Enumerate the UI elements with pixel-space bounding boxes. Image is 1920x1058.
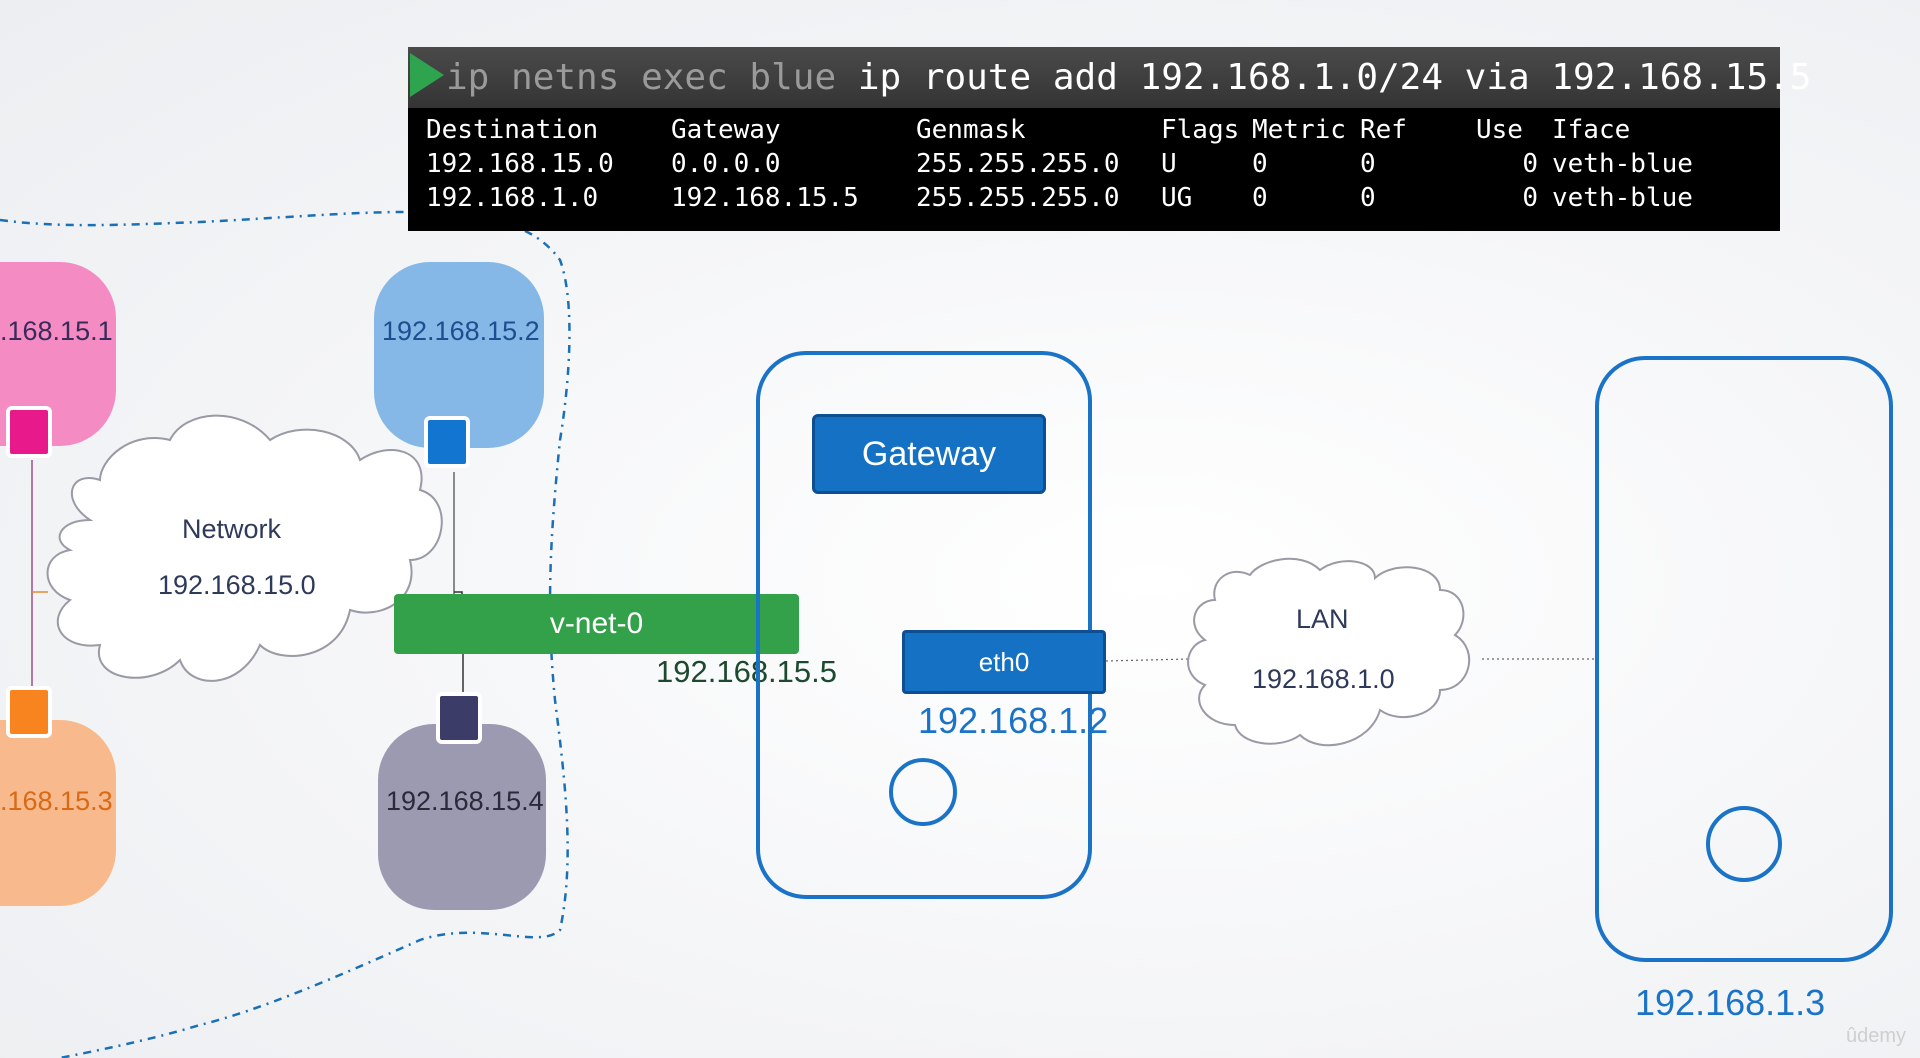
cell-ref: 0	[1360, 183, 1376, 213]
network-cloud-subnet: 192.168.15.0	[158, 570, 316, 600]
namespace-gray	[378, 724, 546, 910]
header-iface: Iface	[1552, 115, 1631, 145]
namespace-gray-ip: 192.168.15.4	[386, 786, 544, 816]
cell-flags: U	[1161, 149, 1177, 179]
port-blue	[424, 416, 470, 468]
cell-use: 0	[1522, 183, 1538, 213]
remote-host-button	[1706, 806, 1782, 882]
gateway-host	[756, 351, 1092, 899]
network-cloud-shape	[46, 414, 443, 682]
cell-destination: 192.168.15.0	[426, 149, 614, 179]
cell-flags: UG	[1161, 183, 1193, 213]
header-use: Use	[1476, 115, 1523, 145]
lan-cloud-subnet: 192.168.1.0	[1252, 664, 1395, 694]
cell-genmask: 255.255.255.0	[916, 183, 1120, 213]
port-gray	[436, 692, 482, 744]
remote-host	[1595, 356, 1893, 962]
header-destination: Destination	[426, 115, 599, 145]
cell-iface: veth-blue	[1552, 183, 1693, 213]
port-orange	[6, 686, 52, 738]
cell-ref: 0	[1360, 149, 1376, 179]
header-genmask: Genmask	[916, 115, 1026, 145]
namespace-blue-ip: 192.168.15.2	[382, 316, 540, 346]
lan-cloud-shape	[1187, 557, 1471, 747]
link-eth0-lan	[1105, 658, 1189, 662]
gateway-eth0-ip: 192.168.1.2	[918, 700, 1109, 741]
header-flags: Flags	[1161, 115, 1240, 145]
cell-destination: 192.168.1.0	[426, 183, 599, 213]
command-prefix: ip netns exec blue	[446, 57, 837, 98]
port-pink	[6, 406, 52, 458]
cell-iface: veth-blue	[1552, 149, 1693, 179]
terminal-window: ip netns exec blue ip route add 192.168.…	[408, 47, 1811, 231]
terminal-command-bar: ip netns exec blue ip route add 192.168.…	[408, 47, 1811, 108]
gateway-host-button	[889, 758, 957, 826]
gateway-label: Gateway	[812, 414, 1046, 494]
cell-genmask: 255.255.255.0	[916, 149, 1120, 179]
namespace-orange-ip: .168.15.3	[0, 786, 113, 816]
cell-gateway: 192.168.15.5	[671, 183, 859, 213]
namespace-pink-ip: .168.15.1	[0, 316, 113, 346]
wire-bridge-link	[454, 591, 463, 594]
namespace-orange	[0, 720, 116, 906]
header-ref: Ref	[1360, 115, 1407, 145]
udemy-watermark: ûdemy	[1845, 1025, 1906, 1047]
header-metric: Metric	[1252, 115, 1346, 145]
command-body: ip route add 192.168.1.0/24 via 192.168.…	[836, 57, 1812, 98]
cell-use: 0	[1522, 149, 1538, 179]
header-gateway: Gateway	[671, 115, 781, 145]
prompt-arrow-icon	[410, 53, 444, 97]
remote-host-ip: 192.168.1.3	[1635, 982, 1826, 1023]
terminal-command: ip netns exec blue ip route add 192.168.…	[446, 47, 1811, 108]
bridge-ip: 192.168.15.5	[656, 654, 838, 689]
network-cloud-title: Network	[182, 514, 282, 544]
lan-cloud-title: LAN	[1296, 604, 1349, 634]
cell-gateway: 0.0.0.0	[671, 149, 781, 179]
bridge-v-net-0: v-net-0	[394, 594, 799, 654]
cell-metric: 0	[1252, 183, 1268, 213]
eth0-interface: eth0	[902, 630, 1106, 694]
cell-metric: 0	[1252, 149, 1268, 179]
